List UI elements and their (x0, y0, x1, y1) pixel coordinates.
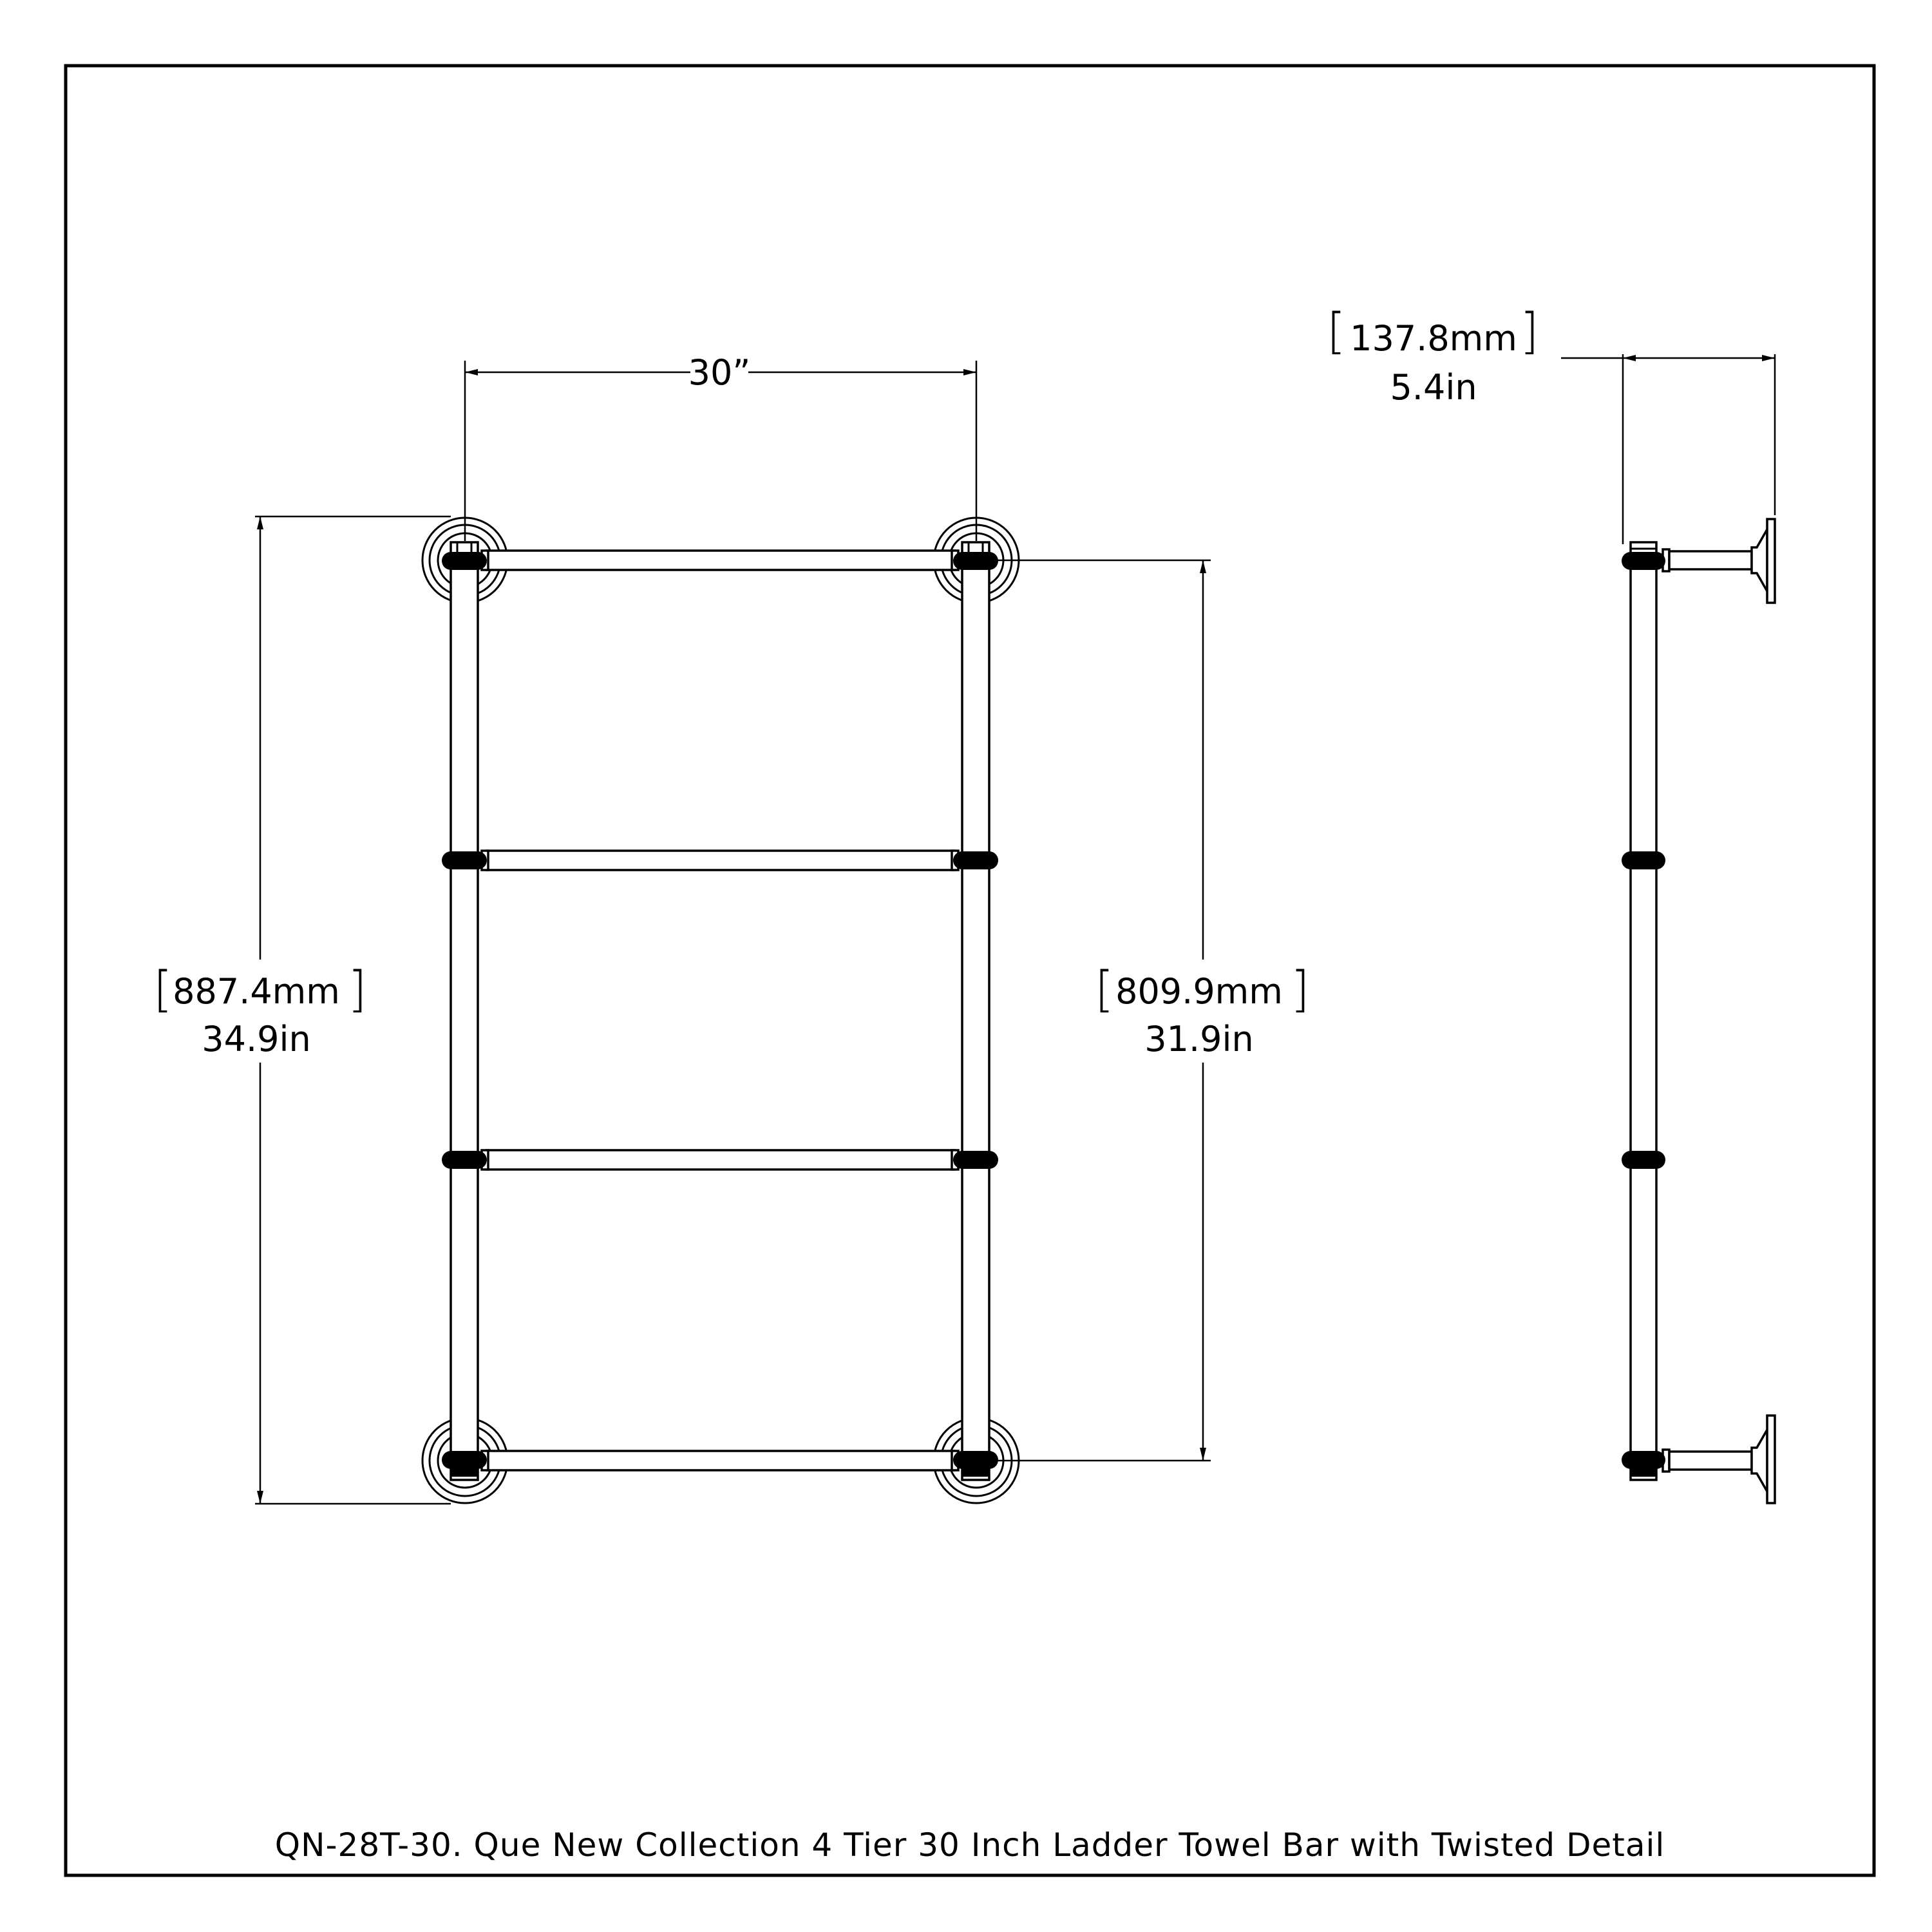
post-collars (442, 552, 998, 1477)
side-upright-post (1629, 541, 1658, 1481)
overall-height-mm-label: 887.4mm (173, 971, 340, 1012)
bracket-close: ] (348, 960, 367, 1018)
bar-span-in-label: 31.9in (1144, 1019, 1253, 1059)
bracket-close: ] (1520, 302, 1539, 359)
towel-bar-tier-2 (480, 849, 960, 871)
side-bracket-bottom (1662, 1414, 1776, 1504)
right-upright-post (961, 541, 990, 1481)
side-view: [ ] 137.8mm 5.4in (1327, 302, 1776, 1504)
drawing-border (64, 64, 1876, 1877)
width-dimension: 30” (464, 352, 978, 541)
towel-bar-tier-3 (480, 1149, 960, 1171)
overall-height-dimension: [ ] 887.4mm 34.9in (153, 515, 451, 1505)
overall-height-in-label: 34.9in (202, 1019, 310, 1059)
projection-mm-label: 137.8mm (1350, 318, 1517, 359)
front-view: 30” [ ] 887.4mm 34.9in [ ] 809.9mm 31.9i… (153, 352, 1310, 1505)
towel-bar-tier-1 (480, 549, 960, 571)
bar-span-mm-label: 809.9mm (1115, 971, 1283, 1012)
towel-bar-tier-4 (480, 1450, 960, 1472)
drawing-caption: QN-28T-30. Que New Collection 4 Tier 30 … (275, 1826, 1665, 1864)
side-collars (1622, 552, 1665, 1477)
projection-dimension: [ ] 137.8mm 5.4in (1327, 302, 1776, 544)
bracket-open: [ (1095, 960, 1114, 1018)
left-upright-post (450, 541, 479, 1481)
side-bracket-top (1662, 518, 1776, 604)
projection-in-label: 5.4in (1390, 367, 1477, 408)
bracket-open: [ (1327, 302, 1346, 359)
bar-span-dimension: [ ] 809.9mm 31.9in (992, 559, 1310, 1462)
bracket-close: ] (1291, 960, 1310, 1018)
width-label: 30” (688, 352, 751, 393)
bracket-open: [ (153, 960, 173, 1018)
